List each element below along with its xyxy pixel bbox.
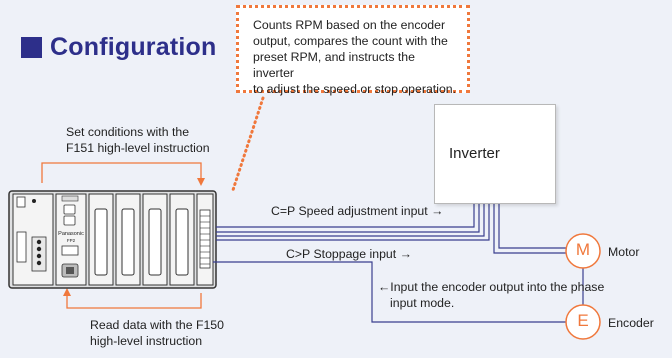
set-conditions-arrowhead bbox=[197, 178, 205, 186]
motor-circle bbox=[565, 233, 601, 269]
encoder-input-line-1: ←Input the encoder output into the phase bbox=[378, 280, 605, 294]
plc-unit: Panasonic FP2 bbox=[8, 190, 217, 289]
encoder-wire bbox=[213, 261, 566, 323]
encoder-input-line-2: input mode. bbox=[390, 296, 455, 310]
callout-box: Counts RPM based on the encoder output, … bbox=[236, 5, 470, 96]
callout-pointer-line bbox=[231, 96, 265, 192]
read-data-arrowhead bbox=[63, 288, 71, 296]
speed-wire-inner bbox=[216, 204, 480, 233]
callout-line-3: preset RPM, and instructs the inverter bbox=[253, 50, 415, 80]
encoder-letter: E bbox=[577, 311, 589, 330]
stop-wire-outer bbox=[216, 204, 485, 237]
encoder-label: Encoder bbox=[608, 316, 654, 330]
speed-wire-outer bbox=[216, 204, 475, 228]
read-data-bracket bbox=[66, 293, 202, 309]
set-conditions-line-2: F151 high-level instruction bbox=[66, 141, 210, 155]
callout-line-4: to adjust the speed or stop operation. bbox=[253, 82, 457, 96]
plc-brand-label: Panasonic bbox=[58, 231, 84, 237]
inverter-box bbox=[434, 104, 556, 204]
stop-wire-inner bbox=[216, 204, 490, 241]
encoder-circle bbox=[565, 304, 601, 340]
set-conditions-line-1: Set conditions with the bbox=[66, 125, 190, 139]
signal-wires bbox=[213, 204, 584, 323]
plc-model-label: FP2 bbox=[67, 238, 76, 243]
read-data-line-1: Read data with the F150 bbox=[90, 318, 224, 332]
motor-label: Motor bbox=[608, 245, 640, 259]
stoppage-input-label: C>P Stoppage input → bbox=[286, 247, 412, 261]
set-conditions-bracket bbox=[41, 162, 202, 183]
plc-io-modules bbox=[88, 193, 195, 286]
motor-wire-outer bbox=[493, 204, 566, 254]
page-title: Configuration bbox=[21, 33, 216, 62]
speed-adjustment-label: C=P Speed adjustment input → bbox=[271, 204, 444, 218]
callout-line-2: output, compares the count with the bbox=[253, 34, 448, 48]
motor-letter: M bbox=[575, 240, 591, 259]
read-data-line-2: high-level instruction bbox=[90, 334, 203, 348]
inverter-label: Inverter bbox=[449, 145, 500, 162]
motor-wire-inner bbox=[498, 204, 566, 249]
title-text: Configuration bbox=[50, 33, 217, 61]
title-square-icon bbox=[21, 37, 42, 58]
callout-line-1: Counts RPM based on the encoder bbox=[253, 18, 446, 32]
